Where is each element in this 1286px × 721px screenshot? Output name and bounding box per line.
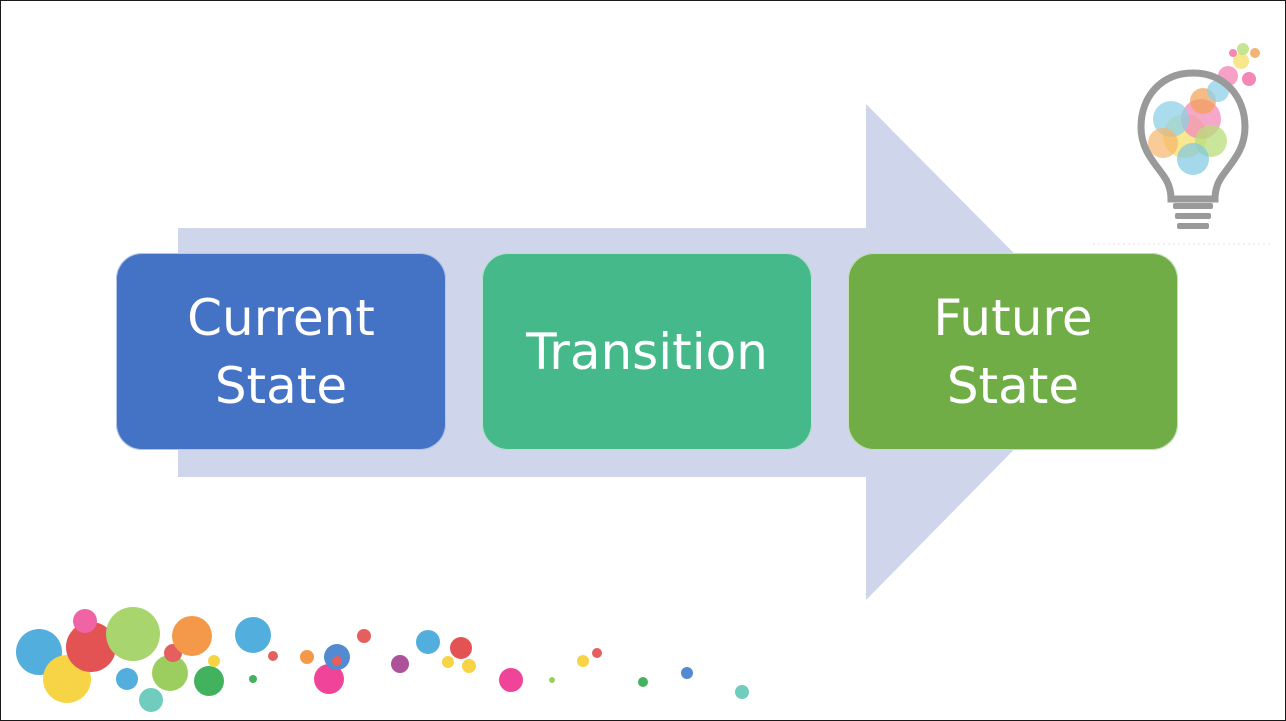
lightbulb-icon bbox=[1093, 43, 1273, 245]
current-state-label: Current State bbox=[187, 288, 375, 415]
future-state-box: Future State bbox=[848, 253, 1178, 450]
transition-box: Transition bbox=[482, 253, 812, 450]
transition-label: Transition bbox=[526, 322, 768, 381]
future-state-label: Future State bbox=[933, 288, 1093, 415]
current-state-box: Current State bbox=[116, 253, 446, 450]
